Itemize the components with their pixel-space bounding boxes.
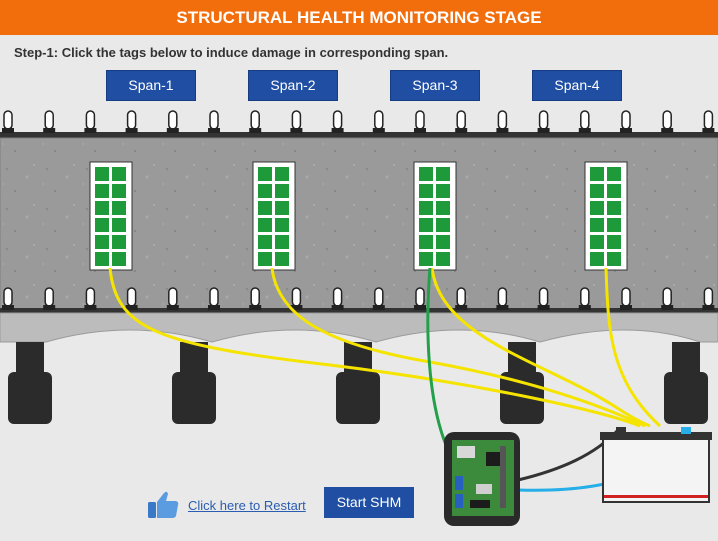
railing-post bbox=[125, 287, 138, 310]
railing-post bbox=[84, 287, 97, 310]
railing-post bbox=[208, 287, 220, 310]
green-wire bbox=[426, 267, 448, 446]
instruction-text: Step-1: Click the tags below to induce d… bbox=[14, 45, 448, 60]
yellow-wire-span4 bbox=[604, 267, 662, 428]
bridge-pier bbox=[336, 342, 380, 424]
railing-post bbox=[249, 110, 262, 133]
span-2-tag[interactable]: Span-2 bbox=[248, 70, 338, 101]
bridge-pier bbox=[8, 342, 52, 424]
span-3-tag[interactable]: Span-3 bbox=[390, 70, 480, 101]
railing-post bbox=[414, 110, 426, 133]
bridge-pier bbox=[664, 342, 708, 424]
battery bbox=[600, 427, 712, 503]
railing-post bbox=[249, 287, 262, 310]
railing-post bbox=[2, 110, 14, 133]
railing-post bbox=[702, 287, 715, 310]
deck-top-edge bbox=[0, 132, 718, 138]
railing-post bbox=[496, 110, 509, 133]
railing-post bbox=[84, 110, 97, 133]
step-label: Step-1: bbox=[14, 45, 59, 60]
restart-label[interactable]: Click here to Restart bbox=[188, 497, 306, 513]
railing-post bbox=[43, 287, 56, 310]
bridge-pier bbox=[172, 342, 216, 424]
railing-post bbox=[455, 110, 468, 133]
sensor-array bbox=[413, 161, 457, 271]
railing-post bbox=[578, 287, 591, 310]
railing-post bbox=[125, 110, 138, 133]
railing-post bbox=[166, 287, 179, 310]
railing-post bbox=[455, 287, 468, 310]
yellow-wire-span1 bbox=[108, 267, 641, 428]
railing-post bbox=[702, 110, 715, 133]
sensor-array bbox=[89, 161, 133, 271]
railing-post bbox=[43, 110, 56, 133]
controller-board bbox=[444, 432, 520, 526]
railing-post bbox=[537, 287, 550, 310]
railing-post bbox=[290, 110, 303, 133]
start-shm-button[interactable]: Start SHM bbox=[324, 487, 414, 518]
span-1-tag[interactable]: Span-1 bbox=[106, 70, 196, 101]
sensor-array bbox=[584, 161, 628, 271]
railing-post bbox=[372, 287, 385, 310]
railing-post bbox=[620, 110, 632, 133]
thumbs-up-icon bbox=[148, 491, 179, 518]
railing-post bbox=[372, 110, 385, 133]
railing-post bbox=[620, 287, 632, 310]
railing-post bbox=[661, 110, 674, 133]
page-title: STRUCTURAL HEALTH MONITORING STAGE bbox=[0, 0, 718, 35]
railing-post bbox=[2, 287, 14, 310]
railing-post bbox=[414, 287, 426, 310]
span-4-tag[interactable]: Span-4 bbox=[532, 70, 622, 101]
step-description: Click the tags below to induce damage in… bbox=[61, 45, 449, 60]
railing-post bbox=[208, 110, 220, 133]
bridge-girder bbox=[0, 312, 718, 343]
railing-post bbox=[166, 110, 179, 133]
restart-link[interactable]: Click here to Restart bbox=[146, 490, 306, 520]
railing-post bbox=[331, 110, 344, 133]
yellow-wire-span3 bbox=[430, 267, 651, 428]
deck-bottom-edge bbox=[0, 308, 718, 313]
railing-post bbox=[537, 110, 550, 133]
railing-post bbox=[661, 287, 674, 310]
railing-post bbox=[290, 287, 303, 310]
railing-post bbox=[496, 287, 509, 310]
railing-post bbox=[331, 287, 344, 310]
railing-post bbox=[578, 110, 591, 133]
sensor-array bbox=[252, 161, 296, 271]
